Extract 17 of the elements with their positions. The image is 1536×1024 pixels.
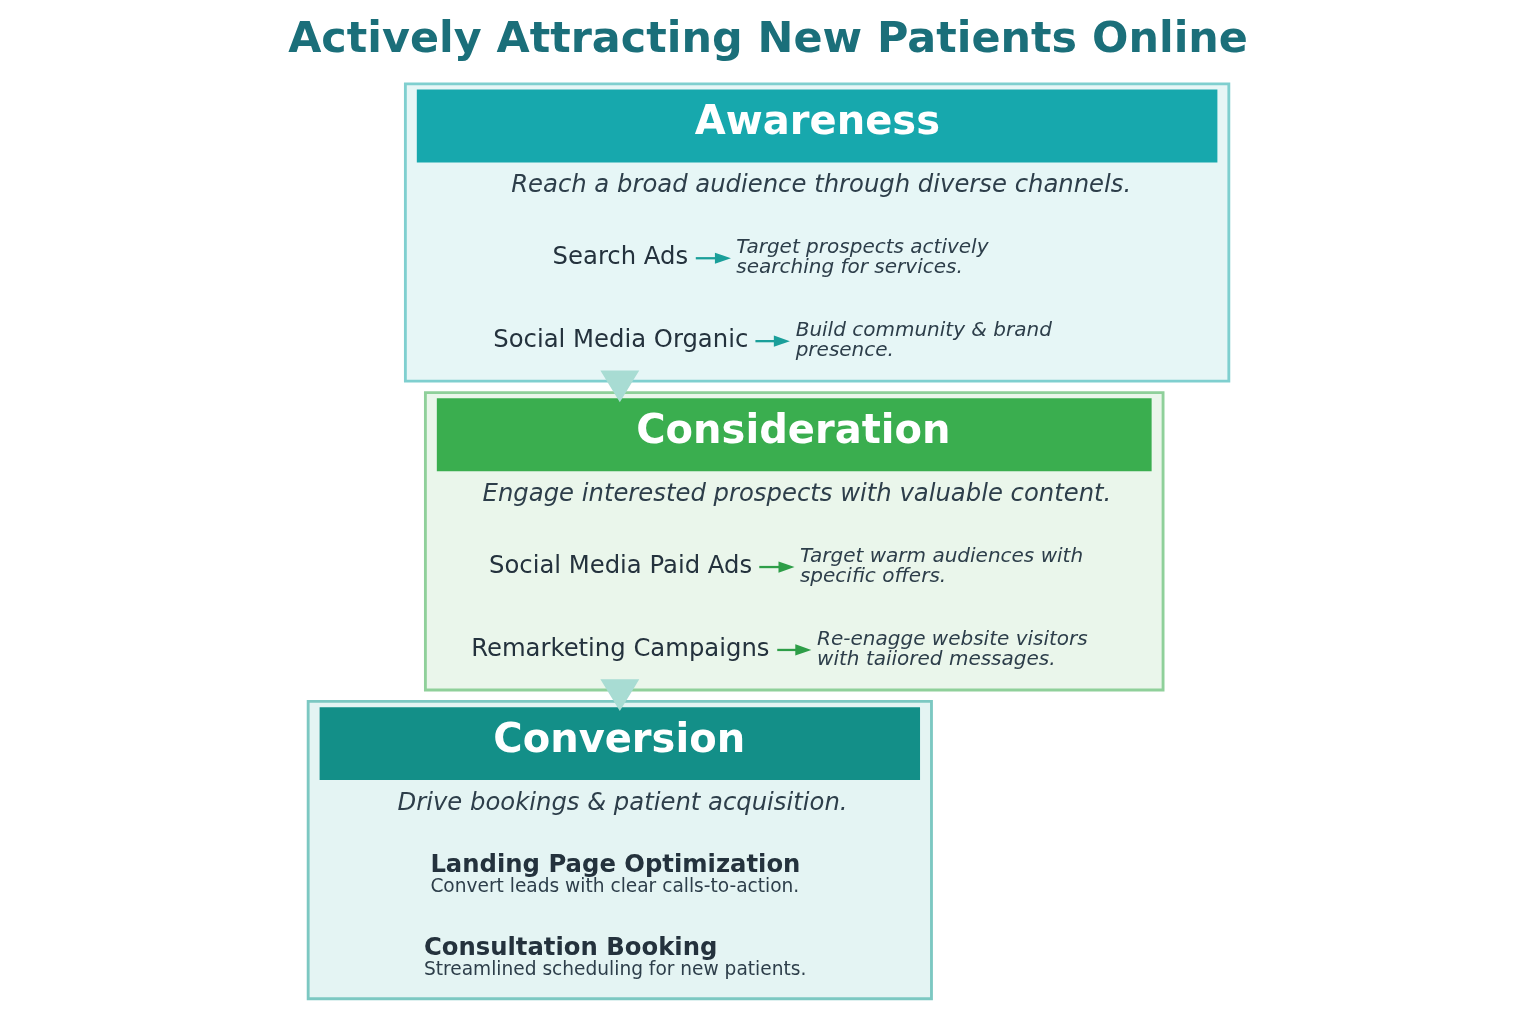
- arrow: [695, 252, 731, 264]
- node-text: Search Ads: [552, 241, 688, 271]
- node-text: Landing Page Optimization Convert leads with clear calls-to-action.: [429, 849, 800, 897]
- node-text: Social Media Paid Ads: [488, 549, 752, 579]
- node-text: Remarketing Campaigns: [470, 632, 769, 662]
- diagram-title: Actively Attracting New Patients Online: [287, 12, 1248, 63]
- arrow: [599, 679, 639, 711]
- arrow: [758, 561, 795, 573]
- node-text: Consultation Booking Streamlined scheduling for new patients.: [423, 932, 806, 980]
- node-text: Re-enagge website visitors with taiiored messages.: [816, 625, 1088, 670]
- node-text: Target warm audiences with specific offers.: [799, 542, 1083, 587]
- node-text: Target prospects actively searching for services.: [735, 233, 989, 278]
- arrow: [599, 370, 639, 403]
- node-text: Social Media Organic: [492, 324, 748, 354]
- node-text: Build community & brand presence.: [795, 316, 1052, 361]
- arrow: [754, 335, 790, 347]
- arrow: [776, 644, 811, 656]
